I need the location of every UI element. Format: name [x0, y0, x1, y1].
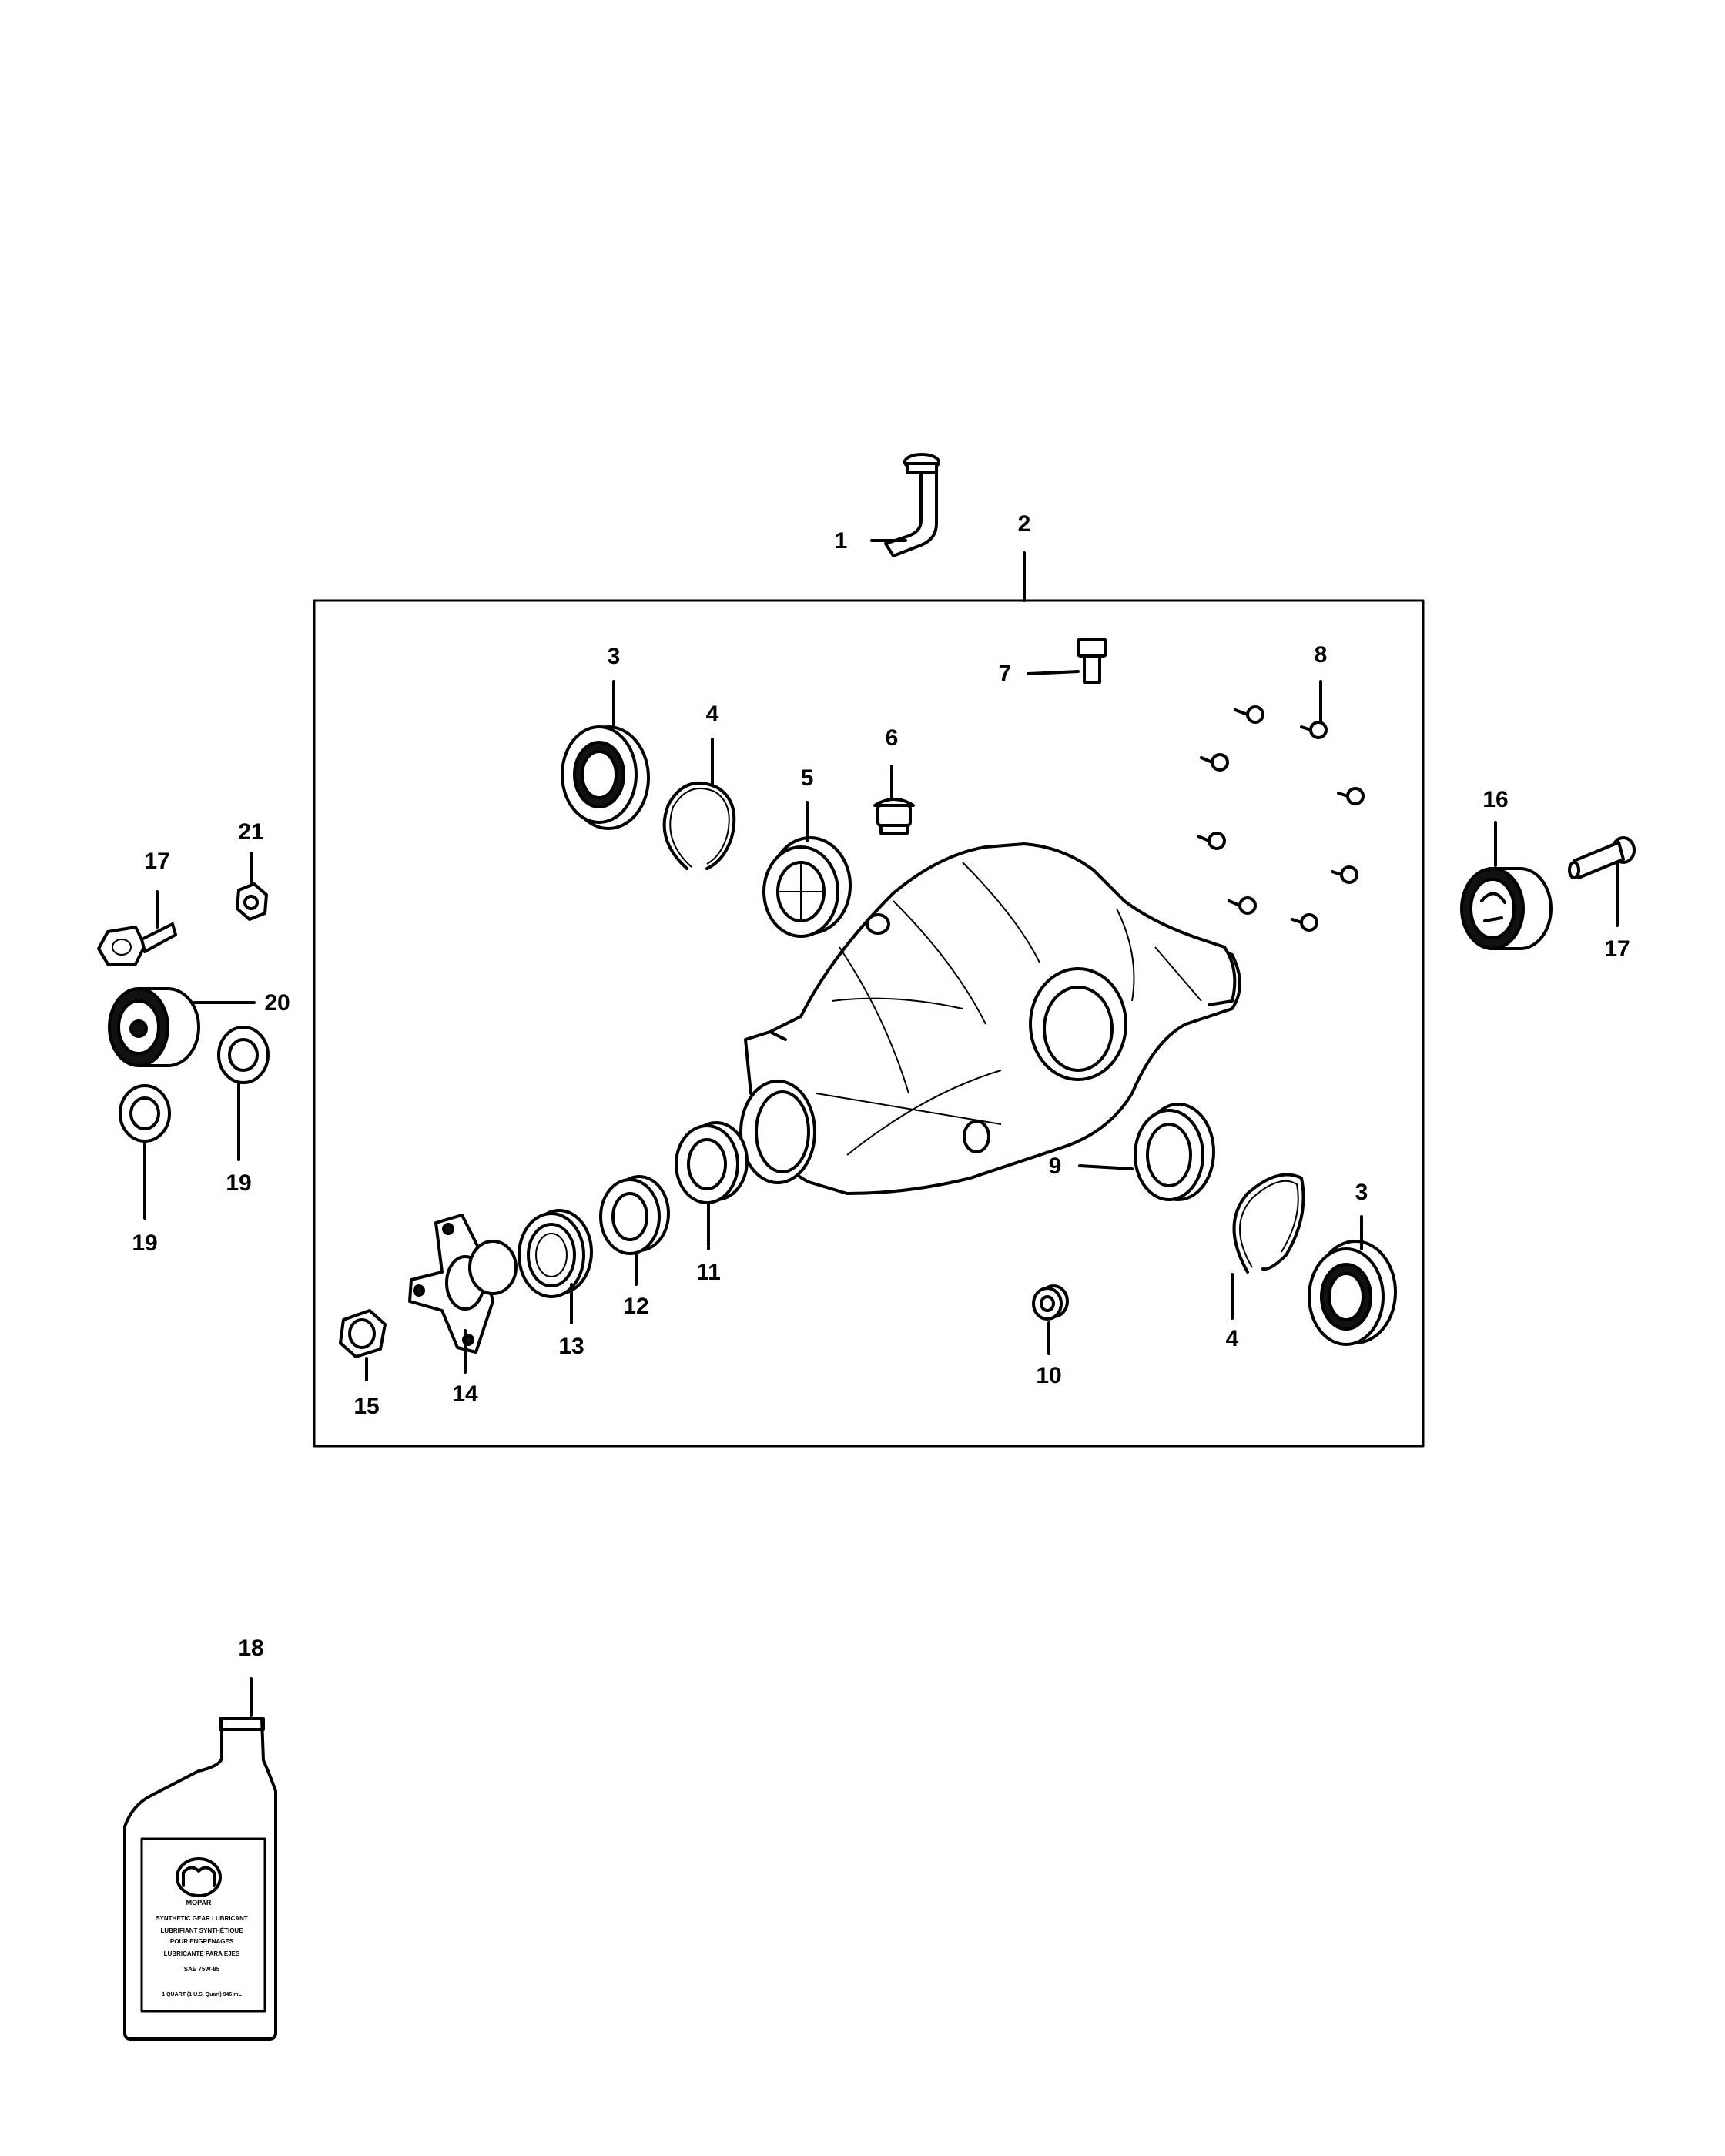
part-21-nut[interactable]	[236, 882, 268, 921]
callout-11[interactable]: 11	[696, 1260, 721, 1285]
part-3-axle-seal-lower[interactable]	[1308, 1240, 1397, 1346]
callout-19-right[interactable]: 19	[226, 1170, 251, 1196]
svg-text:MOPAR: MOPAR	[186, 1899, 212, 1907]
callout-16[interactable]: 16	[1482, 787, 1508, 812]
part-13-pinion-seal[interactable]	[518, 1209, 593, 1298]
callout-7[interactable]: 7	[999, 661, 1012, 686]
callout-12[interactable]: 12	[623, 1294, 648, 1319]
part-8-cover-bolts[interactable]	[1197, 705, 1365, 932]
part-6-fill-plug[interactable]	[873, 798, 915, 835]
leader-7	[1027, 670, 1080, 675]
bottle-label-line-5: SAE 75W-85	[184, 1966, 220, 1973]
part-4-snap-ring-lower[interactable]	[1232, 1173, 1305, 1274]
differential-housing[interactable]	[739, 842, 1241, 1195]
part-15-pinion-nut[interactable]	[339, 1309, 387, 1358]
callout-8[interactable]: 8	[1315, 642, 1328, 668]
callout-3-lower[interactable]: 3	[1355, 1180, 1368, 1205]
callout-13[interactable]: 13	[558, 1334, 584, 1359]
part-4-snap-ring-upper[interactable]	[662, 781, 736, 870]
part-12-bearing-cup[interactable]	[599, 1175, 670, 1255]
part-19-washer-left[interactable]	[119, 1084, 171, 1143]
part-16-bushing[interactable]	[1460, 867, 1552, 950]
callout-4-lower[interactable]: 4	[1226, 1326, 1239, 1351]
part-9-bearing[interactable]	[1134, 1103, 1215, 1201]
part-1-breather-vent[interactable]	[884, 453, 940, 557]
mopar-logo: MOPAR	[176, 1857, 222, 1907]
part-17-bolt-left[interactable]	[97, 922, 177, 966]
callout-2[interactable]: 2	[1018, 511, 1031, 537]
callout-19-left[interactable]: 19	[132, 1230, 157, 1256]
bottle-label-line-3: POUR ENGRENAGES	[170, 1938, 234, 1945]
callout-3-upper[interactable]: 3	[608, 644, 621, 669]
bottle-label-line-1: SYNTHETIC GEAR LUBRICANT	[156, 1915, 248, 1922]
leader-9	[1078, 1164, 1134, 1170]
callout-15[interactable]: 15	[353, 1394, 379, 1419]
callout-5[interactable]: 5	[801, 765, 814, 791]
part-10-bushing[interactable]	[1032, 1284, 1069, 1321]
callout-20[interactable]: 20	[264, 990, 290, 1016]
callout-6[interactable]: 6	[886, 725, 899, 751]
callout-4-upper[interactable]: 4	[706, 701, 719, 727]
part-17-bolt-right[interactable]	[1568, 836, 1636, 879]
bottle-label-line-7: 1 QUART (1 U.S. Quart) 946 mL	[162, 1992, 242, 1997]
bottle-label-line-2: LUBRIFIANT SYNTHÉTIQUE	[160, 1927, 243, 1934]
part-18-gear-lubricant-bottle[interactable]: MOPAR SYNTHETIC GEAR LUBRICANT LUBRIFIAN…	[123, 1717, 277, 2040]
bottle-label-line-4: LUBRICANTE PARA EJES	[164, 1950, 240, 1957]
part-14-companion-flange[interactable]	[408, 1214, 518, 1354]
callout-18[interactable]: 18	[238, 1635, 263, 1661]
callout-9[interactable]: 9	[1049, 1153, 1062, 1179]
part-7-bolt[interactable]	[1077, 638, 1107, 684]
callout-10[interactable]: 10	[1036, 1363, 1061, 1388]
callout-1[interactable]: 1	[835, 528, 848, 554]
callout-21[interactable]: 21	[238, 819, 263, 845]
part-19-washer-right[interactable]	[217, 1026, 270, 1084]
callout-17-left[interactable]: 17	[144, 849, 169, 874]
part-11-pinion-bearing[interactable]	[675, 1121, 749, 1204]
part-20-mount-bushing[interactable]	[108, 987, 200, 1067]
part-3-axle-seal-upper[interactable]	[561, 725, 650, 830]
assembly-frame	[313, 599, 1425, 1448]
callout-14[interactable]: 14	[452, 1381, 478, 1407]
part-5-bearing[interactable]	[762, 836, 852, 938]
callout-17-right[interactable]: 17	[1604, 936, 1630, 962]
